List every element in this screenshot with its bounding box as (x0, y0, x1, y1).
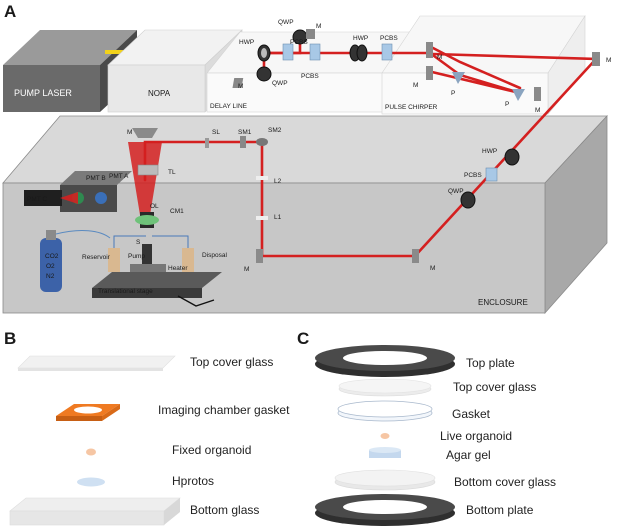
tl-label: TL (168, 169, 176, 176)
hprotos-label-b: Hprotos (172, 474, 214, 488)
pmt-a-label: PMT A (109, 173, 129, 180)
pulse-chirper-label: PULSE CHIRPER (385, 104, 438, 111)
gas-co2-label: CO2 (45, 253, 59, 260)
gasket-c (337, 400, 433, 422)
yellow-beam (105, 50, 133, 54)
gasket-b (56, 404, 120, 421)
pcbs-label-1: PCBS (290, 39, 308, 46)
panel-label-c: C (297, 329, 309, 348)
l2-label: L2 (274, 178, 282, 185)
beam-cone (128, 142, 162, 215)
sample-stage (92, 235, 222, 307)
sm2-label: SM2 (268, 127, 282, 134)
m-label-3: M (437, 54, 442, 61)
organoid-b (86, 448, 96, 456)
m-label-5: M (535, 107, 540, 114)
disposal-label: Disposal (202, 252, 227, 259)
qwp-label-3: QWP (448, 188, 464, 195)
p-label-1: P (451, 90, 455, 97)
panel-label-a: A (4, 2, 16, 21)
pmt-assembly (24, 171, 132, 212)
qwp-label-1: QWP (278, 19, 294, 26)
nopa-label: NOPA (148, 89, 171, 98)
l1-label: L1 (274, 214, 282, 221)
qwp-label-2: QWP (272, 80, 288, 87)
reservoir-label: Reservoir (82, 254, 111, 261)
sample-label: S (136, 239, 141, 246)
agar-gel-c (369, 447, 401, 458)
pmt-b-label: PMT B (86, 175, 106, 182)
pcbs-label-2: PCBS (301, 73, 319, 80)
gasket-label-b: Imaging chamber gasket (158, 403, 290, 417)
m-label-2: M (238, 83, 243, 90)
bottom-plate-label-c: Bottom plate (466, 503, 534, 517)
sl-label: SL (212, 129, 220, 136)
pmt-c-label: PMT C (27, 196, 47, 203)
pump-laser-label: PUMP LASER (14, 88, 72, 98)
m-label-7: M (127, 129, 132, 136)
gas-o2-label: O2 (46, 263, 55, 270)
p-label-2: P (505, 101, 509, 108)
bottom-glass-label-b: Bottom glass (190, 503, 259, 517)
m-label-6: M (606, 57, 611, 64)
sm1-label: SM1 (238, 129, 252, 136)
cm1-label: CM1 (170, 208, 184, 215)
top-plate-label-c: Top plate (466, 356, 515, 370)
delay-line-label: DELAY LINE (210, 103, 248, 110)
m-label-9: M (430, 265, 435, 272)
organoid-c (380, 433, 390, 439)
enclosure-label: ENCLOSURE (478, 298, 528, 307)
hwp-label-2: HWP (353, 35, 368, 42)
top-plate-c (315, 345, 455, 377)
pump-label: Pump (128, 253, 145, 260)
stage-label: Translational stage (98, 288, 153, 295)
bottom-cover-glass-c (334, 469, 436, 491)
heater-label: Heater (168, 265, 188, 272)
pcbs-label-3: PCBS (380, 35, 398, 42)
hwp-label-3: HWP (482, 148, 497, 155)
m-label-1: M (316, 23, 321, 30)
gas-cylinder (40, 230, 111, 292)
agar-label-c: Agar gel (446, 448, 491, 462)
optics-enclosure (132, 128, 520, 263)
top-cover-glass-label-c: Top cover glass (453, 380, 536, 394)
bottom-glass-b (9, 497, 181, 526)
hprotos-b (77, 477, 105, 487)
panel-label-b: B (4, 329, 16, 348)
pulse-chirper-box (381, 14, 586, 115)
optics-delay-line (232, 29, 600, 101)
m-label-4: M (413, 82, 418, 89)
top-cover-glass-label-b: Top cover glass (190, 355, 273, 369)
gasket-label-c: Gasket (452, 407, 491, 421)
bottom-plate-c (315, 494, 455, 526)
organoid-label-b: Fixed organoid (172, 443, 251, 457)
top-cover-glass-b (17, 355, 176, 371)
ol-label: OL (150, 203, 159, 210)
m-label-8: M (244, 266, 249, 273)
pcbs-label-4: PCBS (464, 172, 482, 179)
hwp-label-1: HWP (239, 39, 254, 46)
bottom-cover-glass-label-c: Bottom cover glass (454, 475, 556, 489)
top-cover-glass-c (338, 378, 432, 397)
gas-n2-label: N2 (46, 273, 55, 280)
organoid-label-c: Live organoid (440, 429, 512, 443)
